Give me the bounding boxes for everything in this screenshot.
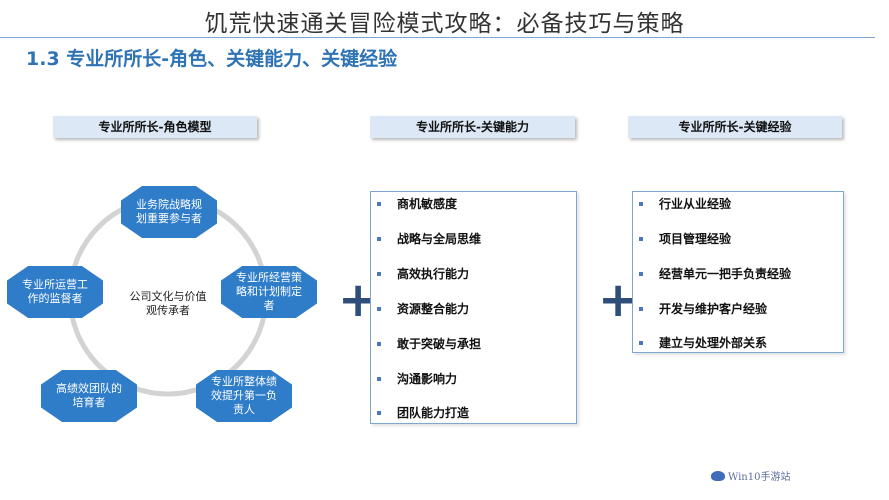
site-logo-icon xyxy=(711,470,725,481)
bullet-icon xyxy=(377,272,381,276)
section-title: 1.3 专业所所长-角色、关键能力、关键经验 xyxy=(26,48,398,70)
role-node-bottom-left: 高绩效团队的培育者 xyxy=(41,370,137,422)
role-node-left: 专业所运营工作的监督者 xyxy=(7,266,103,318)
bullet-icon xyxy=(377,202,381,206)
bullet-icon xyxy=(377,411,381,415)
key-abilities-list: 商机敏感度 战略与全局思维 高效执行能力 资源整合能力 敢于突破与承担 沟通影响… xyxy=(370,191,577,424)
role-node-top: 业务院战略规划重要参与者 xyxy=(121,186,217,238)
role-node-bottom-right: 专业所整体绩效提升第一负责人 xyxy=(196,370,292,422)
bullet-icon xyxy=(377,307,381,311)
role-node-bottom-left-label: 高绩效团队的培育者 xyxy=(56,382,122,409)
watermark: Win10手游站 xyxy=(711,468,801,484)
role-model-header: 专业所所长-角色模型 xyxy=(53,116,257,138)
bullet-icon xyxy=(377,342,381,346)
role-node-right-label: 专业所经营策略和计划制定者 xyxy=(236,271,302,312)
plus-sign-2: + xyxy=(598,272,639,328)
bullet-icon xyxy=(639,341,643,345)
bullet-icon xyxy=(639,237,643,241)
key-experience-list: 行业从业经验 项目管理经验 经营单元一把手负责经验 开发与维护客户经验 建立与处… xyxy=(632,191,844,353)
role-model-center-text: 公司文化与价值观传承者 xyxy=(129,290,207,317)
role-node-bottom-right-label: 专业所整体绩效提升第一负责人 xyxy=(211,375,277,416)
bullet-icon xyxy=(639,272,643,276)
bullet-icon xyxy=(639,307,643,311)
page-title: 饥荒快速通关冒险模式攻略：必备技巧与策略 xyxy=(204,11,685,37)
bullet-icon xyxy=(377,237,381,241)
key-abilities-header: 专业所所长-关键能力 xyxy=(370,116,575,138)
role-node-top-label: 业务院战略规划重要参与者 xyxy=(136,198,202,225)
header-divider xyxy=(0,37,875,38)
role-node-left-label: 专业所运营工作的监督者 xyxy=(22,278,88,305)
key-experience-header: 专业所所长-关键经验 xyxy=(628,116,842,138)
bullet-icon xyxy=(377,377,381,381)
role-node-right: 专业所经营策略和计划制定者 xyxy=(221,266,317,318)
bullet-icon xyxy=(639,202,643,206)
